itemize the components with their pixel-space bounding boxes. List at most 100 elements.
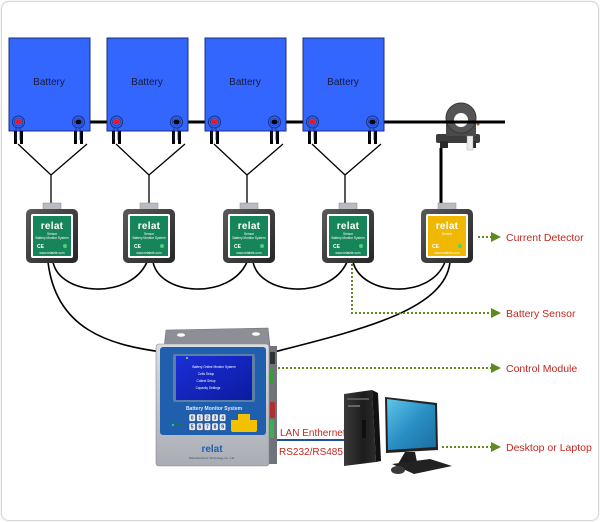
battery-2: Battery bbox=[106, 37, 189, 132]
sensor-label bbox=[329, 216, 367, 256]
keypad-key-label: 5 bbox=[191, 425, 194, 431]
comm-link: LAN Enthernet RS232/RS485 bbox=[277, 428, 346, 458]
positive-terminal bbox=[208, 115, 221, 144]
status-led bbox=[171, 423, 175, 427]
sensor-website: www.relatele.com bbox=[40, 251, 65, 255]
sensor-website: www.relatele.com bbox=[137, 251, 162, 255]
battery-body bbox=[302, 37, 385, 132]
screen-menu-item: Collect Setup bbox=[197, 379, 216, 383]
sensor-label bbox=[230, 216, 268, 256]
battery-body bbox=[204, 37, 287, 132]
keypad-key-label: 3 bbox=[214, 416, 217, 422]
sensor-label bbox=[33, 216, 71, 256]
sensor-website: www.relatele.com bbox=[237, 251, 262, 255]
keyboard bbox=[392, 459, 452, 474]
ce-mark: CE bbox=[134, 244, 142, 250]
module-logo: relat bbox=[201, 444, 223, 455]
ce-mark: CE bbox=[333, 244, 341, 250]
sensor-logo: relat bbox=[436, 221, 459, 232]
keypad-key-label: 6 bbox=[198, 425, 201, 431]
sensor-chain-cables bbox=[47, 261, 451, 353]
keypad-key-label: 2 bbox=[206, 416, 209, 422]
sensor-logo: relat bbox=[337, 221, 360, 232]
keypad-key-label: 4 bbox=[221, 416, 224, 422]
nav-keys bbox=[231, 414, 257, 432]
sensor-line1: Sensor bbox=[144, 232, 155, 236]
positive-terminal bbox=[12, 115, 25, 144]
screen-menu-item: Cells Setup bbox=[198, 372, 215, 376]
callout-current-detector: Current Detector bbox=[506, 232, 584, 244]
keypad-key bbox=[188, 422, 196, 431]
sensor-logo: relat bbox=[138, 221, 161, 232]
keypad-key-label: 0 bbox=[191, 416, 194, 422]
sense-lead bbox=[115, 143, 186, 208]
keypad-key bbox=[203, 413, 211, 422]
sensor-line1: Sensor bbox=[244, 232, 255, 236]
control-module: Battery Online Monitor System Cells Setu… bbox=[155, 327, 277, 467]
current-detector-clamp bbox=[436, 102, 505, 206]
keypad-key-label: 8 bbox=[214, 425, 217, 431]
battery-3: Battery bbox=[204, 37, 287, 132]
clamp-aperture bbox=[454, 113, 468, 127]
keypad-key bbox=[188, 413, 196, 422]
battery-label: Battery bbox=[33, 77, 65, 88]
sensor-line2: Battery Monitor System bbox=[232, 236, 265, 240]
pc-tower bbox=[344, 390, 376, 466]
keypad-key bbox=[196, 413, 204, 422]
ce-mark: CE bbox=[234, 244, 242, 250]
negative-terminal bbox=[72, 115, 85, 144]
positive-terminal bbox=[110, 115, 123, 144]
keypad-key-label: 1 bbox=[198, 416, 201, 422]
lan-label: LAN Enthernet bbox=[280, 428, 346, 439]
sense-lead bbox=[213, 143, 284, 208]
battery-label: Battery bbox=[229, 77, 261, 88]
sensor-line2: Battery Monitor System bbox=[35, 236, 68, 240]
negative-terminal bbox=[268, 115, 281, 144]
keypad-key bbox=[211, 422, 219, 431]
negative-terminal bbox=[366, 115, 379, 144]
callout-desktop: Desktop or Laptop bbox=[506, 442, 592, 454]
screen-menu-item: Capacity Settings bbox=[196, 386, 221, 390]
callouts: Current Detector Battery Sensor Control … bbox=[278, 232, 592, 454]
sensor-website: www.relatele.com bbox=[336, 251, 361, 255]
battery-label: Battery bbox=[131, 77, 163, 88]
screen-title: Battery Online Monitor System bbox=[192, 365, 236, 369]
arrow-battery-sensor bbox=[351, 264, 501, 318]
sense-lead bbox=[311, 143, 382, 208]
ce-mark: CE bbox=[37, 244, 45, 250]
company-name: Relat Electronic Technology Co., Ltd. bbox=[189, 456, 235, 460]
sensor-line1: Sensor bbox=[343, 232, 354, 236]
callout-control-module: Control Module bbox=[506, 363, 577, 375]
lcd-screen bbox=[176, 356, 252, 400]
battery-label: Battery bbox=[327, 77, 359, 88]
status-led bbox=[458, 244, 462, 248]
status-led bbox=[175, 423, 179, 427]
sense-lead bbox=[17, 143, 88, 208]
callout-battery-sensor: Battery Sensor bbox=[506, 308, 576, 320]
battery-body bbox=[106, 37, 189, 132]
battery-4: Battery bbox=[302, 37, 385, 132]
keypad-key-label: 7 bbox=[206, 425, 209, 431]
battery-terminals bbox=[12, 115, 382, 208]
chain-cable-4-5 bbox=[352, 261, 446, 290]
keypad-key bbox=[219, 422, 226, 431]
sensor-line1: Sensor bbox=[442, 232, 453, 236]
sensor-logo: relat bbox=[238, 221, 261, 232]
sensor-line1: Sensor bbox=[47, 232, 58, 236]
status-led bbox=[63, 244, 67, 248]
chain-cable-2-3 bbox=[152, 261, 248, 290]
chain-cable-1-2 bbox=[52, 261, 148, 290]
keypad-key-label: 9 bbox=[221, 425, 224, 431]
keypad-key bbox=[219, 413, 226, 422]
panel-label: Battery Monitor System bbox=[186, 406, 243, 412]
mouse bbox=[391, 466, 405, 474]
